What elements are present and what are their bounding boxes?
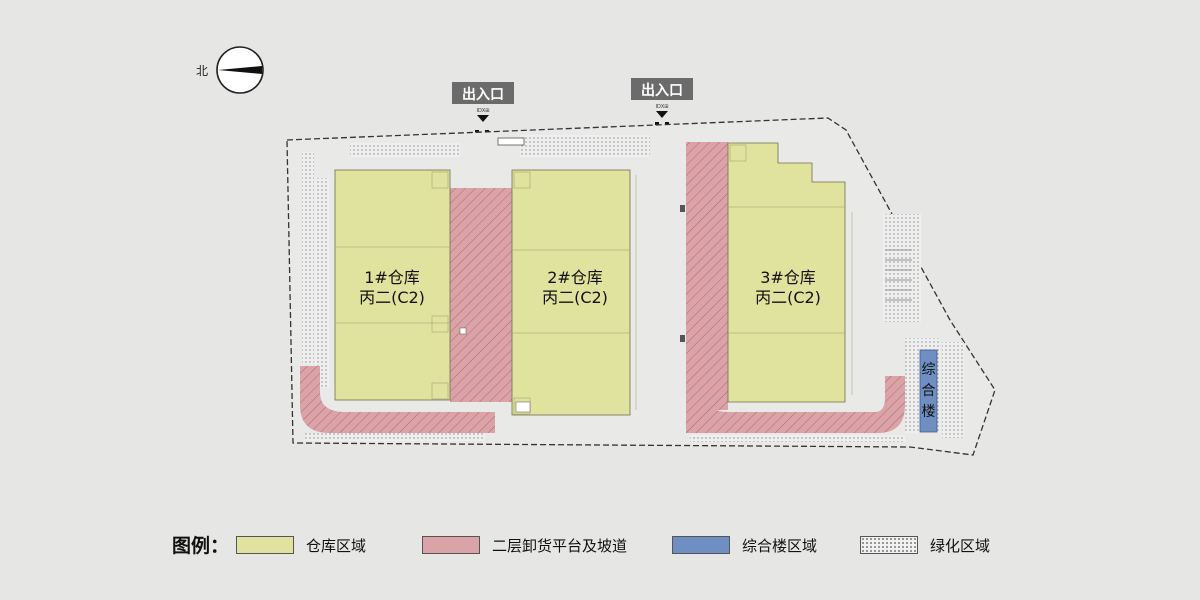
entrance-1-arrow-icon — [477, 115, 489, 122]
warehouse-3: 3#仓库 丙二(C2) — [727, 142, 853, 403]
office-char-2: 合 — [922, 383, 936, 399]
legend-swatch-green — [860, 536, 918, 554]
entrance-1: 出入口 IDX⊞ — [452, 82, 514, 122]
loading-platform-right — [686, 142, 905, 433]
legend-swatch-platform — [422, 536, 480, 554]
warehouse-1-class: 丙二(C2) — [359, 288, 425, 307]
warehouse-2-class: 丙二(C2) — [542, 288, 608, 307]
legend-label-warehouse: 仓库区域 — [306, 536, 367, 555]
office-char-1: 综 — [922, 362, 936, 378]
entrance-1-sublabel: IDX⊞ — [477, 108, 490, 114]
loading-platform-left — [300, 188, 512, 433]
entrance-1-label-bg — [452, 82, 514, 104]
legend-title: 图例： — [172, 535, 230, 557]
entrance-2-sublabel: IDX⊞ — [656, 104, 669, 110]
legend-label-platform: 二层卸货平台及坡道 — [492, 536, 628, 555]
small-markers — [459, 205, 685, 413]
warehouse-1-name: 1#仓库 — [364, 268, 420, 287]
warehouse-2-name: 2#仓库 — [547, 268, 603, 287]
office-char-3: 楼 — [922, 404, 936, 420]
gatehouse — [497, 137, 525, 146]
legend-item-green: 绿化区域 — [860, 535, 990, 555]
legend-item-warehouse: 仓库区域 — [236, 535, 366, 555]
legend-item-platform: 二层卸货平台及坡道 — [422, 535, 627, 555]
warehouse-2: 2#仓库 丙二(C2) — [511, 169, 637, 416]
legend-label-green: 绿化区域 — [930, 536, 991, 555]
legend-swatch-warehouse — [236, 536, 294, 554]
entrance-2-label: 出入口 — [641, 82, 683, 99]
legend-label-office: 综合楼区域 — [742, 536, 818, 555]
entrance-2-label-bg — [631, 78, 693, 100]
entrance-1-label: 出入口 — [462, 86, 504, 103]
entrance-2-arrow-icon — [656, 111, 668, 118]
warehouse-3-class: 丙二(C2) — [755, 288, 821, 307]
compass-label: 北 — [196, 64, 208, 78]
legend-swatch-office — [672, 536, 730, 554]
office-building: 综 合 楼 — [919, 349, 938, 433]
warehouse-1: 1#仓库 丙二(C2) — [334, 169, 451, 401]
parking-lines — [885, 249, 912, 301]
north-arrow-icon: 北 — [196, 46, 264, 94]
legend-item-office: 综合楼区域 — [672, 535, 817, 555]
entrance-2: 出入口 IDX⊞ — [631, 78, 693, 118]
warehouse-3-name: 3#仓库 — [760, 268, 816, 287]
